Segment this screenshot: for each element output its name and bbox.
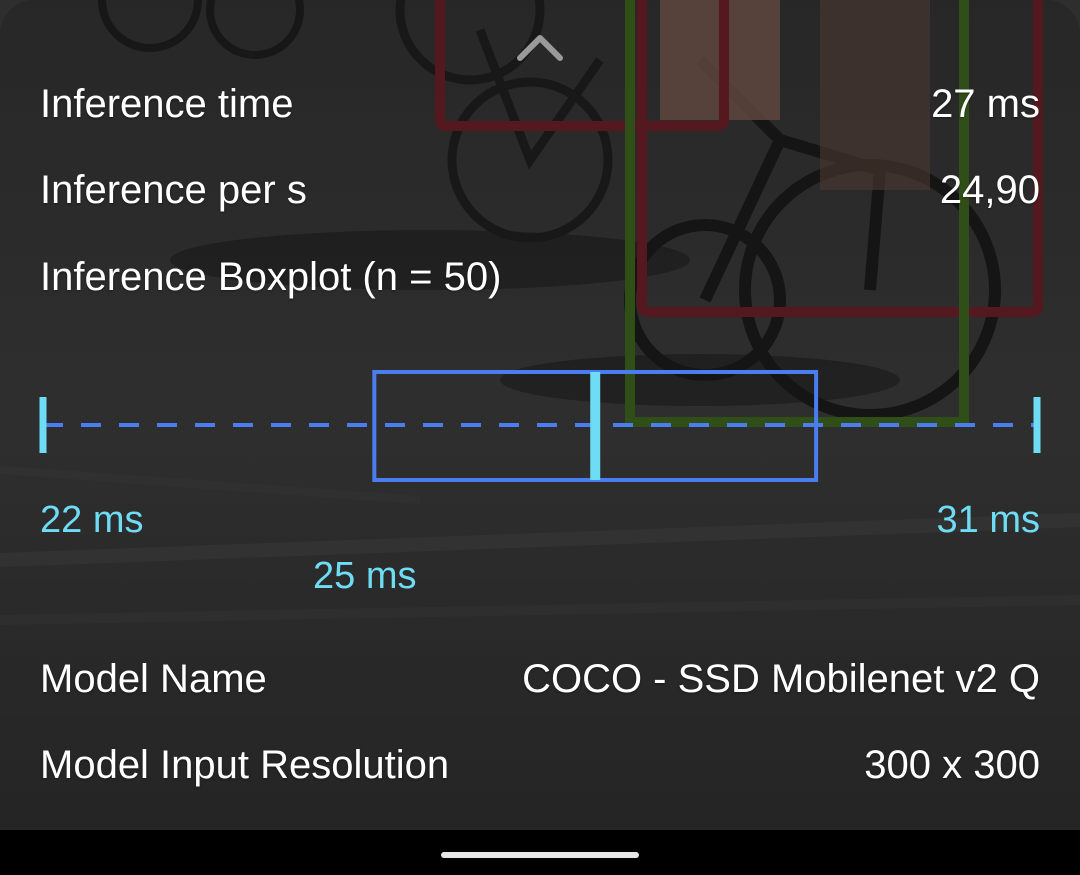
model-resolution-label: Model Input Resolution — [40, 743, 450, 787]
bicycle-mid — [395, 0, 613, 243]
model-resolution-row: Model Input Resolution 300 x 300 — [40, 741, 1040, 789]
model-resolution-value: 300 x 300 — [864, 743, 1040, 787]
model-name-value: COCO - SSD Mobilenet v2 Q — [522, 657, 1040, 701]
inference-per-s-value: 24,90 — [939, 168, 1040, 212]
camera-feed — [0, 0, 1080, 830]
inference-per-s-label: Inference per s — [40, 168, 307, 212]
model-name-label: Model Name — [40, 657, 267, 701]
detection-box — [637, 0, 1043, 317]
detection-box — [625, 0, 969, 427]
inference-boxplot — [39, 370, 1041, 482]
boxplot-max-label: 31 ms — [936, 499, 1040, 541]
detection-box — [435, 0, 729, 131]
inference-time-value: 27 ms — [931, 82, 1040, 126]
inference-per-s-row: Inference per s 24,90 — [40, 166, 1040, 214]
stats-bottom-sheet — [0, 0, 1080, 830]
inference-time-row: Inference time 27 ms — [40, 80, 1040, 128]
chevron-up-icon[interactable] — [514, 30, 566, 66]
boxplot-median-label: 25 ms — [313, 555, 417, 597]
home-handle[interactable] — [441, 852, 639, 858]
bicycle-far — [98, 0, 304, 59]
boxplot-title: Inference Boxplot (n = 50) — [40, 255, 502, 299]
boxplot-min-label: 22 ms — [40, 499, 144, 541]
navigation-bar — [0, 830, 1080, 875]
model-name-row: Model Name COCO - SSD Mobilenet v2 Q — [40, 655, 1040, 703]
inference-time-label: Inference time — [40, 82, 294, 126]
boxplot-title-row: Inference Boxplot (n = 50) — [40, 253, 1040, 301]
